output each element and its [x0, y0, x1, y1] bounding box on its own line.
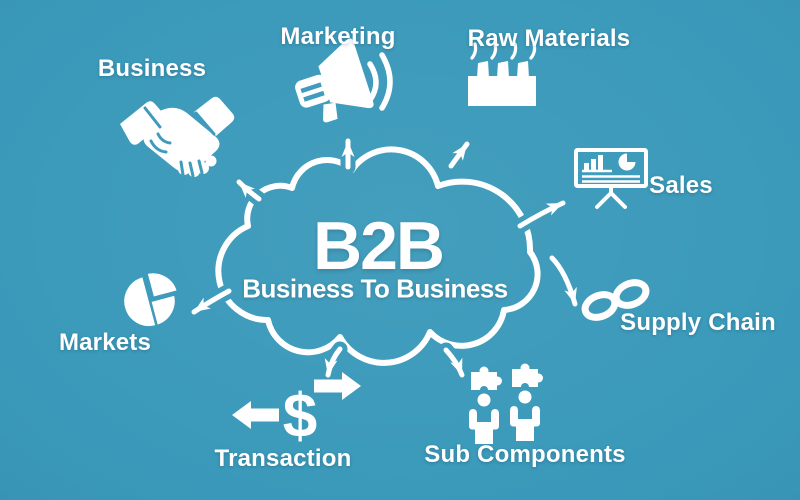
handshake-icon	[120, 96, 235, 178]
arrow-transaction	[324, 346, 343, 378]
arrow-markets	[191, 288, 232, 315]
tripod-stand	[595, 184, 627, 209]
cloud-outline	[215, 146, 541, 366]
cloud-subtitle: Business To Business	[242, 273, 508, 304]
right-arrow	[314, 372, 361, 400]
pie-chart-icon	[121, 270, 180, 329]
presentation-chart-icon	[574, 148, 648, 209]
arrow-supply-chain	[549, 255, 578, 307]
arrow-business	[236, 179, 262, 202]
chain-links-icon	[581, 279, 650, 321]
arrow-sales	[517, 200, 566, 229]
label-raw-materials: Raw Materials	[467, 25, 631, 52]
dollar-sign: $	[283, 382, 317, 451]
label-transaction: Transaction	[214, 445, 352, 472]
sound-waves-icon	[367, 52, 393, 111]
arrows	[191, 138, 578, 378]
megaphone-icon	[295, 38, 393, 123]
label-markets: Markets	[58, 329, 152, 356]
factory-icon	[468, 42, 537, 106]
puzzle-person	[510, 363, 543, 441]
label-sub-components: Sub Components	[424, 441, 626, 468]
arrow-raw-materials	[448, 141, 470, 169]
left-arrow	[232, 401, 279, 429]
dollar-exchange-icon: $	[232, 372, 361, 451]
cloud-title: B2B	[312, 208, 445, 284]
puzzle-person	[469, 366, 502, 444]
mini-pie-chart	[618, 152, 637, 171]
label-sales: Sales	[649, 172, 713, 199]
puzzle-team-icon	[469, 363, 543, 444]
smoke-wisps	[470, 42, 537, 60]
mini-bar-chart	[582, 155, 612, 173]
arrow-sub-components	[443, 347, 465, 378]
arrow-marketing	[341, 138, 355, 170]
label-marketing: Marketing	[280, 23, 396, 50]
label-supply-chain: Supply Chain	[620, 309, 776, 336]
label-business: Business	[97, 55, 207, 82]
